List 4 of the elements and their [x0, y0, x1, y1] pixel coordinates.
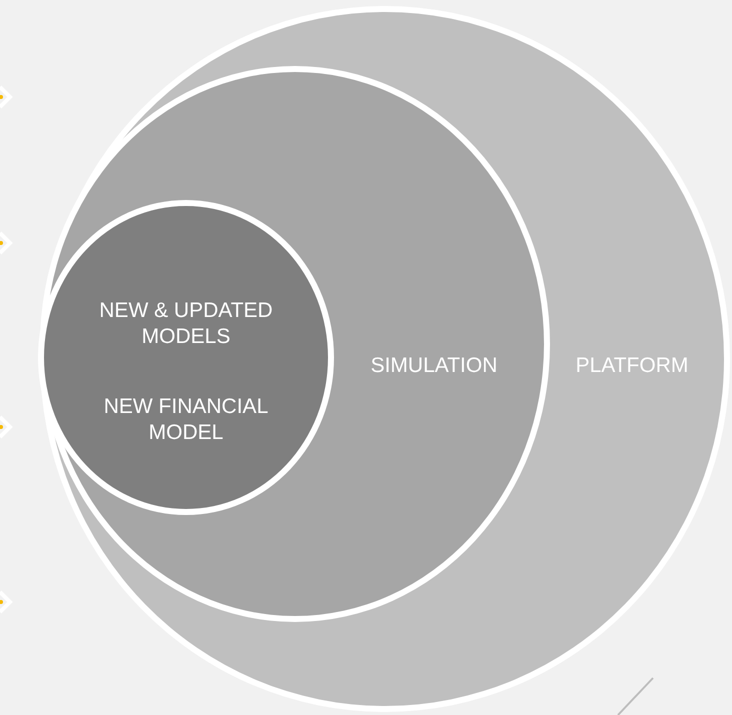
circle-label: PLATFORM [574, 353, 690, 379]
circle-label: NEW FINANCIAL MODEL [102, 394, 270, 446]
circle-label: SIMULATION [370, 353, 498, 379]
circle-label: NEW & UPDATED MODELS [98, 298, 274, 350]
